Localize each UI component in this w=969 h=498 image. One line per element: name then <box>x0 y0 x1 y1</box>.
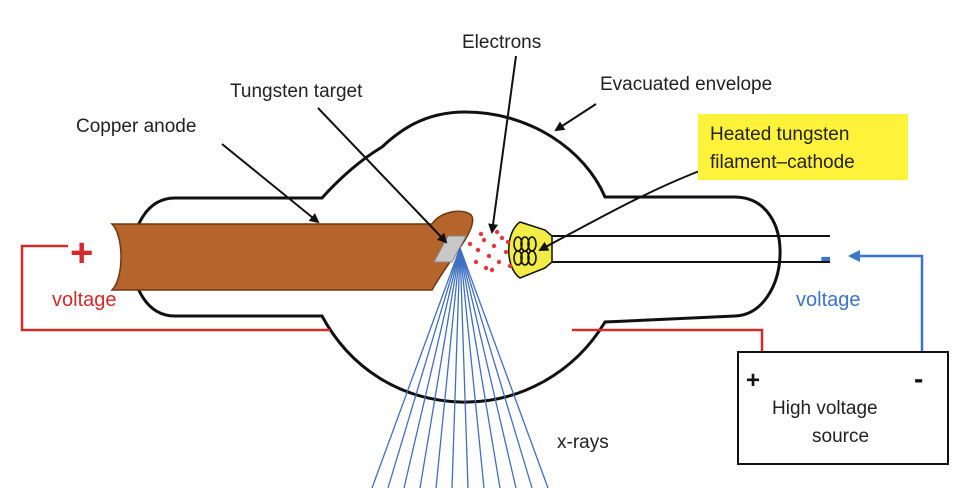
positive-voltage-label: voltage <box>52 289 117 311</box>
source-minus-symbol: - <box>914 363 923 394</box>
negative-wire <box>848 250 924 352</box>
copper-anode-arrow <box>221 143 320 224</box>
positive-symbol: + <box>70 231 93 275</box>
high-voltage-source-box <box>737 351 949 465</box>
filament-label-line2: filament–cathode <box>710 152 855 173</box>
filament-label-highlight <box>698 114 908 180</box>
source-plus-symbol: + <box>746 367 760 394</box>
xray-fan <box>371 247 549 489</box>
source-label-line1: High voltage <box>772 398 878 419</box>
positive-wire <box>20 244 330 332</box>
electrons-label: Electrons <box>462 32 541 53</box>
evacuated-envelope-arrow <box>554 103 597 132</box>
source-label-line2: source <box>812 426 869 447</box>
electron-beam <box>467 229 513 273</box>
tungsten-target-arrow <box>317 107 448 244</box>
tungsten-target-label: Tungsten target <box>230 81 363 102</box>
filament-coil <box>513 236 537 266</box>
copper-anode-label: Copper anode <box>76 116 196 137</box>
xrays-label: x-rays <box>557 432 609 453</box>
filament-label-line1: Heated tungsten <box>710 124 849 145</box>
filament-arrow <box>538 169 703 251</box>
negative-voltage-label: voltage <box>796 289 861 311</box>
positive-wire-source <box>572 328 764 352</box>
electrons-arrow <box>488 55 517 234</box>
tungsten-target <box>433 235 467 263</box>
negative-symbol: - <box>820 238 831 276</box>
evacuated-envelope-label: Evacuated envelope <box>600 74 772 95</box>
